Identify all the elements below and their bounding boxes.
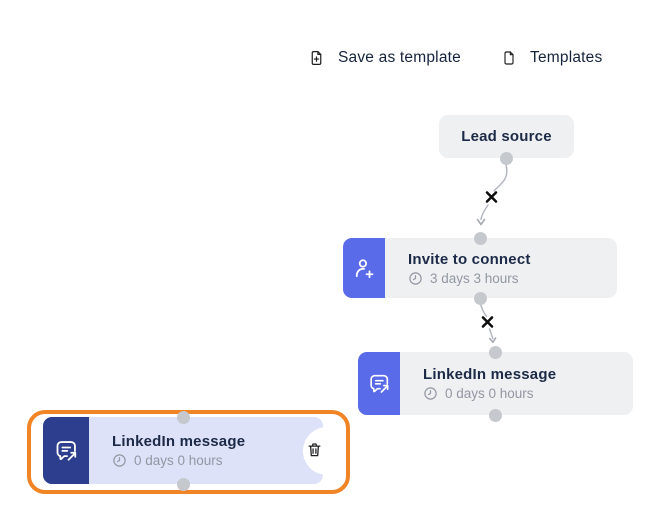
connector-lead-invite-lower	[480, 204, 489, 221]
file-plus-icon	[311, 51, 322, 65]
chat-forward-icon	[56, 441, 76, 461]
step-content: LinkedIn message 0 days 0 hours	[400, 352, 556, 415]
connection-dot[interactable]	[473, 231, 487, 245]
clock-icon	[113, 454, 126, 467]
file-icon	[504, 51, 514, 65]
save-as-template-label: Save as template	[338, 49, 461, 66]
step-icon-square	[343, 238, 385, 298]
node-lead-source[interactable]: Lead source	[439, 115, 574, 158]
connection-dot[interactable]	[176, 477, 190, 491]
arrowhead-icon	[489, 337, 497, 344]
delete-step-button[interactable]	[306, 440, 323, 460]
remove-connection-x-icon[interactable]	[481, 316, 494, 328]
arrowhead-icon	[476, 218, 486, 226]
chat-forward-icon	[369, 374, 388, 393]
node-invite-to-connect[interactable]: Invite to connect 3 days 3 hours	[343, 238, 617, 298]
connection-dot[interactable]	[488, 408, 502, 422]
templates-button[interactable]: Templates	[501, 45, 602, 71]
node-title: Invite to connect	[408, 250, 531, 268]
node-title: LinkedIn message	[423, 366, 557, 383]
connection-dot[interactable]	[473, 291, 487, 305]
step-delay: 3 days 3 hours	[408, 271, 531, 286]
step-icon-square	[43, 417, 89, 484]
connection-dot[interactable]	[488, 345, 502, 359]
connection-dot[interactable]	[499, 151, 513, 165]
templates-label: Templates	[530, 49, 603, 66]
step-delay-label: 0 days 0 hours	[134, 453, 223, 468]
remove-connection-x-icon[interactable]	[485, 191, 498, 203]
connector-invite-message-upper	[479, 303, 488, 318]
step-content: Invite to connect 3 days 3 hours	[385, 238, 531, 298]
connector-invite-message-lower	[488, 328, 494, 340]
step-delay-label: 0 days 0 hours	[445, 386, 534, 401]
connector-lead-invite-upper	[493, 164, 508, 192]
node-title: LinkedIn message	[112, 433, 246, 450]
node-linkedin-message-selected[interactable]: LinkedIn message 0 days 0 hours	[43, 417, 323, 484]
person-plus-icon	[355, 258, 373, 278]
step-icon-square	[358, 352, 400, 415]
trash-icon	[308, 443, 321, 457]
node-linkedin-message[interactable]: LinkedIn message 0 days 0 hours	[358, 352, 633, 415]
clock-icon	[424, 387, 437, 400]
save-as-template-button[interactable]: Save as template	[308, 45, 461, 71]
step-delay: 0 days 0 hours	[112, 453, 245, 468]
connection-dot[interactable]	[176, 410, 190, 424]
step-content: LinkedIn message 0 days 0 hours	[89, 417, 245, 484]
step-delay: 0 days 0 hours	[423, 386, 556, 401]
node-title: Lead source	[461, 128, 552, 145]
clock-icon	[409, 271, 422, 285]
step-delay-label: 3 days 3 hours	[430, 270, 519, 286]
